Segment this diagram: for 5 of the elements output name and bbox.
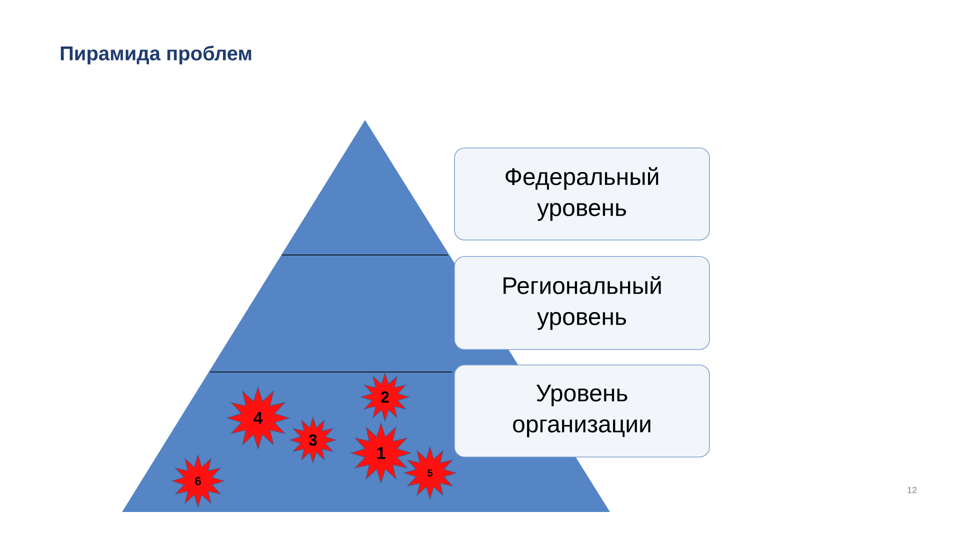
page-number: 12 [908, 486, 917, 494]
level-box: Уровень организации [454, 364, 710, 458]
level-box: Федеральный уровень [454, 148, 710, 240]
level-box: Региональный уровень [454, 256, 710, 350]
slide-title: Пирамида проблем [60, 46, 252, 64]
